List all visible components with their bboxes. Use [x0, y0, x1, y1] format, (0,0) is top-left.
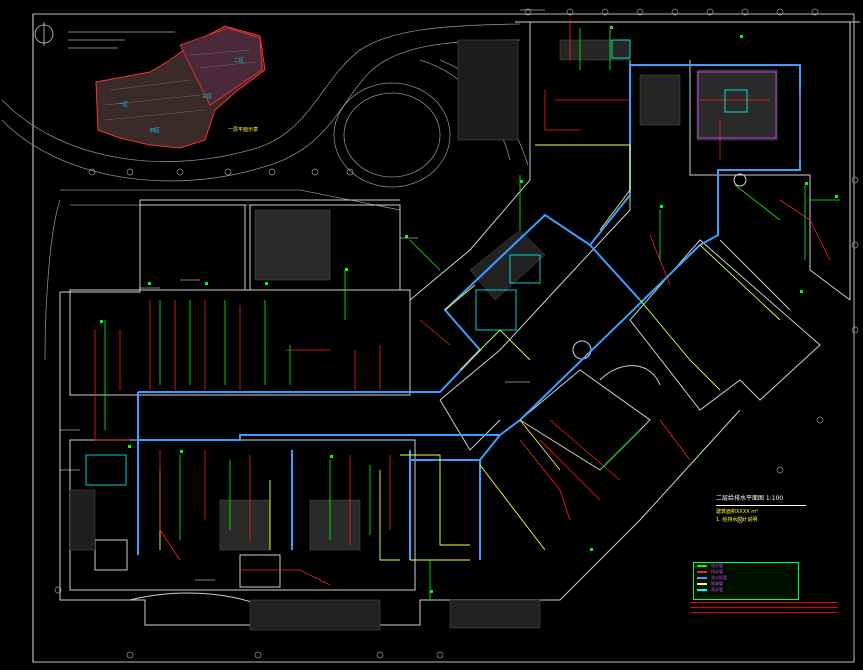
key-plan-zone-b-label: 二区 — [234, 58, 244, 64]
legend-label: 排水管 — [711, 569, 723, 574]
legend-row: 喷淋管 — [694, 581, 798, 587]
legend-label: 雨水管 — [711, 587, 723, 592]
legend-label: 喷淋管 — [711, 581, 723, 586]
site-roads — [1, 23, 529, 361]
legend-label: 消火栓管 — [711, 575, 727, 580]
grid-axis-top — [54, 8, 859, 659]
key-plan-zone-a-label: 一区 — [118, 102, 128, 108]
key-plan-caption: 一层平面示意 — [228, 126, 258, 133]
legend-rule-1 — [690, 602, 838, 603]
key-plan-zone-d-label: 四区 — [150, 128, 160, 134]
legend-label: 给水管 — [711, 563, 723, 568]
fixture-blocks — [85, 39, 777, 486]
legend-row: 排水管 — [694, 569, 798, 575]
legend-row: 消火栓管 — [694, 575, 798, 581]
drawing-title: 二层给排水平面图 1:100 — [716, 495, 784, 502]
legend-swatch — [697, 589, 707, 591]
valve-markers — [100, 26, 838, 593]
title-underline — [716, 505, 806, 506]
legend-row: 雨水管 — [694, 587, 798, 593]
legend-swatch — [697, 577, 707, 579]
fire-main-pipe — [137, 64, 801, 560]
legend-swatch — [697, 571, 707, 573]
drawing-subtitle-1: 建筑面积XXXX m² — [716, 509, 759, 515]
annotation-ticks — [60, 9, 545, 581]
legend-row: 给水管 — [694, 563, 798, 569]
drawing-subtitle-2: 1. 给排水设计说明 — [716, 517, 758, 523]
water-supply-pipe — [104, 28, 840, 600]
legend-swatch — [697, 565, 707, 567]
pipe-legend: 给水管 排水管 消火栓管 喷淋管 雨水管 — [693, 562, 799, 600]
key-plan: 二区 三区 一区 四区 一层平面示意 — [34, 22, 266, 149]
sprinkler-pipe — [159, 144, 781, 561]
legend-swatch — [697, 583, 707, 585]
legend-rule-3 — [690, 612, 838, 613]
drainage-pipe — [94, 20, 831, 586]
key-plan-zone-c-label: 三区 — [202, 94, 212, 100]
hatched-areas — [69, 39, 778, 631]
legend-rule-2 — [690, 607, 838, 608]
drawing-title-block: 二层给排水平面图 1:100 建筑面积XXXX m² 1. 给排水设计说明 — [716, 494, 806, 524]
